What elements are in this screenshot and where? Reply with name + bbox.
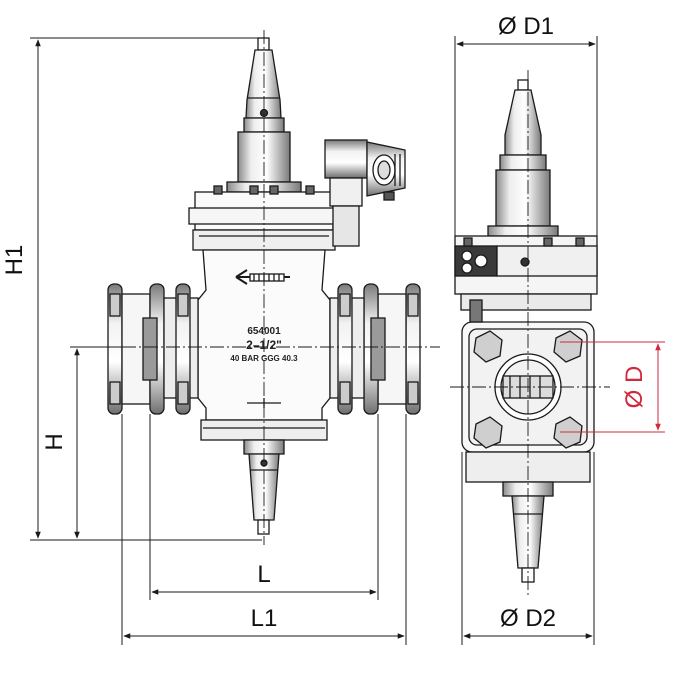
dim-label-d1: Ø D1 xyxy=(498,13,554,40)
marking-size: 2–1/2" xyxy=(246,338,282,352)
marking-rating: 40 BAR GGG 40.3 xyxy=(230,354,298,363)
marking-code: 654001 xyxy=(247,326,281,337)
dim-label-d2: Ø D2 xyxy=(500,605,556,632)
dim-label-l: L xyxy=(257,561,270,588)
dim-label-h1: H1 xyxy=(1,245,28,276)
side-view xyxy=(450,70,610,595)
diameter-d-dimension xyxy=(560,341,665,433)
front-center-lines xyxy=(100,30,440,545)
front-view xyxy=(100,30,440,545)
left-flange xyxy=(107,283,199,415)
side-bonnet xyxy=(454,235,598,311)
dimension-lines xyxy=(30,36,598,645)
dim-label-l1: L1 xyxy=(251,605,278,632)
side-top-spindle xyxy=(487,79,559,237)
bottom-cover xyxy=(200,419,328,535)
dim-label-h: H xyxy=(41,433,68,450)
side-center-lines xyxy=(450,70,610,595)
right-flange xyxy=(329,283,421,415)
solenoid-connector xyxy=(324,139,406,247)
dim-label-d: Ø D xyxy=(621,366,648,409)
body-marking: 654001 2–1/2" 40 BAR GGG 40.3 xyxy=(230,326,298,363)
